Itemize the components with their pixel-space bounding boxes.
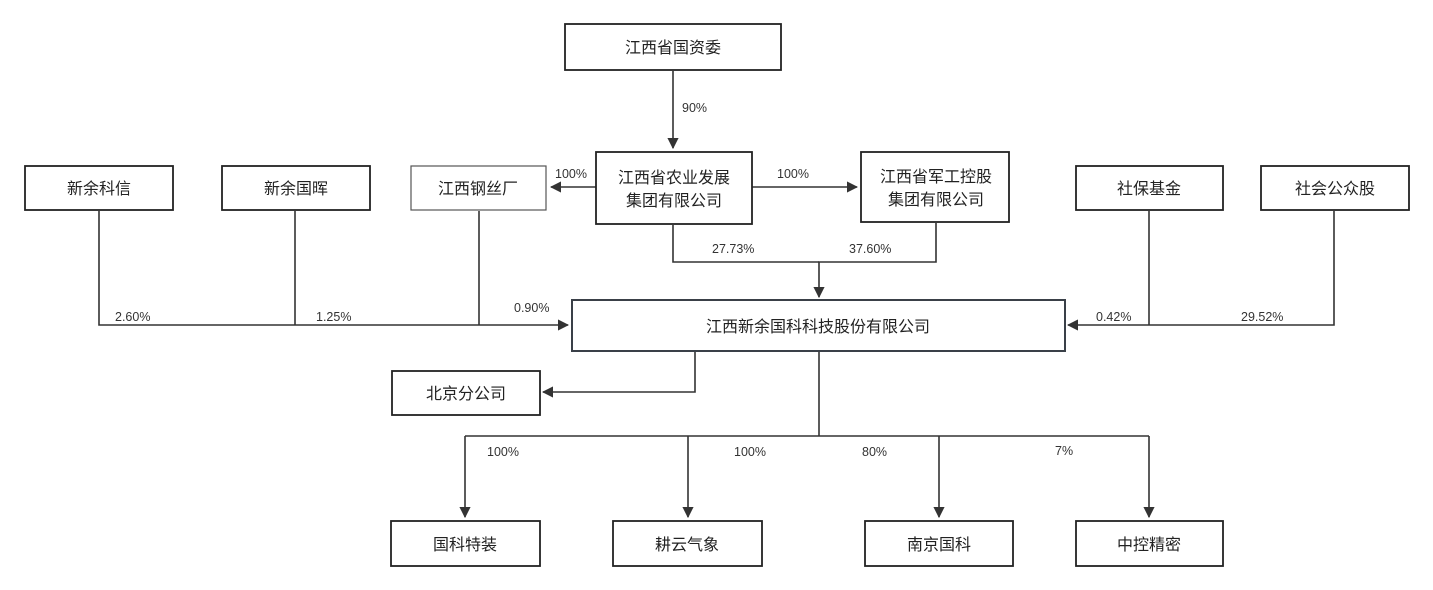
node-social-security-label: 社保基金 [1117, 179, 1181, 198]
node-jiangxi-agri-label-line2: 集团有限公司 [626, 191, 722, 210]
label-kexin-to-main: 2.60% [115, 310, 150, 324]
label-guohui-to-main: 1.25% [316, 310, 351, 324]
node-jiangxi-military: 江西省军工控股 集团有限公司 [860, 151, 1010, 223]
edge-labels: 90% 100% 100% 27.73% 37.60% 2.60% 1.25% … [115, 101, 1283, 459]
node-jiangxi-sasac-label: 江西省国资委 [625, 38, 721, 57]
node-public-shares-label: 社会公众股 [1295, 179, 1375, 198]
node-nanjing-guoke: 南京国科 [864, 520, 1014, 567]
node-xinyu-guohui: 新余国晖 [221, 165, 371, 211]
node-nanjing-guoke-label: 南京国科 [907, 535, 971, 554]
label-sasac-to-agri: 90% [682, 101, 707, 115]
label-agri-to-military: 100% [777, 167, 809, 181]
node-jiangxi-military-label-line2: 集团有限公司 [888, 190, 984, 209]
edge-kexin-to-main [98, 211, 570, 331]
label-public-to-main: 29.52% [1241, 310, 1283, 324]
nodes: 江西省国资委 江西省农业发展 集团有限公司 江西省军工控股 集团有限公司 新余科… [24, 23, 1410, 567]
node-jiangxi-military-label-line1: 江西省军工控股 [880, 167, 992, 186]
label-agri-to-steel: 100% [555, 167, 587, 181]
node-social-security: 社保基金 [1075, 165, 1224, 211]
node-zhongkong-jingmi: 中控精密 [1075, 520, 1224, 567]
label-main-to-nanjing: 80% [862, 445, 887, 459]
label-agri-to-main: 27.73% [712, 242, 754, 256]
node-jiangxi-steel-wire-label: 江西钢丝厂 [438, 179, 518, 198]
node-gengyun-qixiang-label: 耕云气象 [655, 535, 719, 554]
edge-military-to-main [813, 223, 937, 299]
edge-agri-to-main [672, 225, 819, 263]
node-beijing-branch-label: 北京分公司 [426, 384, 506, 403]
node-main-company: 江西新余国科科技股份有限公司 [571, 299, 1066, 352]
node-jiangxi-steel-wire: 江西钢丝厂 [410, 165, 547, 211]
node-jiangxi-agri: 江西省农业发展 集团有限公司 [595, 151, 753, 225]
node-beijing-branch: 北京分公司 [391, 370, 541, 416]
node-jiangxi-sasac: 江西省国资委 [564, 23, 782, 71]
edges [98, 71, 1335, 519]
edge-main-to-beijing [541, 352, 696, 398]
node-xinyu-guohui-label: 新余国晖 [264, 179, 328, 198]
label-social-to-main: 0.42% [1096, 310, 1131, 324]
label-military-to-main: 37.60% [849, 242, 891, 256]
node-xinyu-kexin: 新余科信 [24, 165, 174, 211]
node-guoke-tezhuang-label: 国科特装 [433, 535, 497, 554]
node-gengyun-qixiang: 耕云气象 [612, 520, 763, 567]
node-xinyu-kexin-label: 新余科信 [67, 179, 131, 198]
node-main-company-label: 江西新余国科科技股份有限公司 [706, 317, 930, 336]
label-main-to-zhongkong: 7% [1055, 444, 1073, 458]
node-guoke-tezhuang: 国科特装 [390, 520, 541, 567]
node-jiangxi-agri-label-line1: 江西省农业发展 [618, 168, 730, 187]
node-public-shares: 社会公众股 [1260, 165, 1410, 211]
label-main-to-gengyun: 100% [734, 445, 766, 459]
label-main-to-tezhuang: 100% [487, 445, 519, 459]
node-zhongkong-jingmi-label: 中控精密 [1117, 535, 1181, 554]
label-steel-to-main: 0.90% [514, 301, 549, 315]
edge-public-to-main [1066, 211, 1335, 331]
